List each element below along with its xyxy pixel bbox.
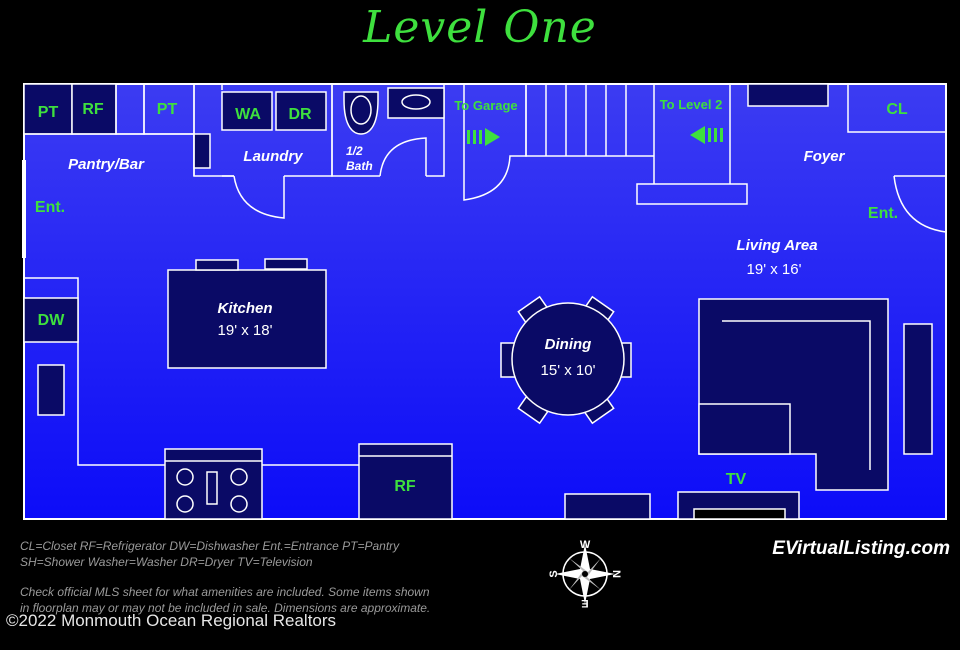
dishwasher	[23, 297, 79, 343]
washer	[221, 91, 273, 131]
label-pt-1: PT	[38, 104, 59, 121]
burner-2	[230, 468, 248, 486]
stair-landing	[636, 183, 748, 205]
room-dining-name: Dining	[545, 336, 592, 353]
entrance-door-right	[893, 175, 947, 233]
kitchen-counter	[24, 277, 359, 466]
room-kitchen-dims: 19' x 18'	[218, 322, 273, 339]
compass-icon: W N E S	[548, 539, 622, 609]
arrow-right-icon	[467, 128, 500, 146]
copyright: ©2022 Monmouth Ocean Regional Realtors	[6, 611, 337, 630]
label-cl: CL	[886, 101, 908, 118]
room-dining-dims: 15' x 10'	[541, 362, 596, 379]
brand-link[interactable]: EVirtualListing.com	[772, 538, 950, 559]
room-half-bath-line: 1/2	[346, 144, 363, 158]
compass-n: N	[610, 570, 622, 578]
legend: CL=Closet RF=Refrigerator DW=Dishwasher …	[20, 538, 540, 570]
compass-w: W	[580, 539, 591, 551]
label-ent-right: Ent.	[868, 205, 898, 222]
foyer-bench	[747, 83, 829, 107]
room-laundry: Laundry	[243, 148, 303, 165]
laundry-door-swing	[233, 175, 285, 219]
label-dw: DW	[38, 312, 66, 329]
disclaimer-line-2: in floorplan may or may not be included …	[20, 601, 431, 615]
bath-door-swing	[379, 137, 427, 177]
sink-basin	[401, 94, 431, 110]
ottoman	[698, 403, 791, 455]
room-living-dims: 19' x 16'	[747, 261, 802, 278]
compass-s: S	[548, 570, 560, 577]
side-cabinet	[903, 323, 933, 455]
counter-item	[37, 364, 65, 416]
stool-1	[195, 259, 239, 271]
console-table	[564, 493, 651, 520]
label-wa: WA	[235, 106, 261, 123]
kitchen-island	[167, 269, 327, 369]
compass-e: E	[581, 597, 588, 609]
room-half-bath-line: Bath	[346, 159, 373, 173]
room-kitchen-name: Kitchen	[217, 300, 272, 317]
disclaimer: Check official MLS sheet for what amenit…	[20, 584, 560, 616]
burner-3	[176, 495, 194, 513]
label-dr: DR	[288, 106, 312, 123]
burner-1	[176, 468, 194, 486]
label-pt-2: PT	[157, 101, 178, 118]
dining-table	[511, 302, 625, 416]
bar-cabinet	[193, 133, 211, 169]
stairs	[525, 84, 731, 184]
dining-set	[500, 295, 632, 425]
disclaimer-line-1: Check official MLS sheet for what amenit…	[20, 585, 430, 599]
label-ent-left: Ent.	[35, 199, 65, 216]
room-living-name: Living Area	[736, 237, 817, 254]
room-pantry-bar: Pantry/Bar	[68, 156, 145, 173]
stool-2	[264, 258, 308, 270]
legend-line-2: SH=Shower Washer=Washer DR=Dryer TV=Tele…	[20, 555, 313, 569]
garage-door-wall	[463, 84, 527, 201]
page-title: Level One	[363, 2, 597, 53]
label-rf-1: RF	[82, 101, 104, 118]
dryer	[275, 91, 327, 131]
stove	[164, 448, 263, 520]
burner-4	[230, 495, 248, 513]
sink	[387, 87, 445, 119]
label-tv: TV	[726, 471, 747, 488]
laundry-wall	[193, 84, 333, 177]
room-foyer: Foyer	[804, 148, 846, 165]
label-to-level-2: To Level 2	[660, 97, 723, 112]
legend-line-1: CL=Closet RF=Refrigerator DW=Dishwasher …	[20, 539, 400, 553]
television	[693, 508, 786, 520]
arrow-left-icon	[690, 126, 723, 144]
label-rf-2: RF	[394, 478, 416, 495]
pantry-cabinet-1	[23, 83, 73, 135]
stove-vent	[206, 471, 218, 505]
label-to-garage: To Garage	[454, 98, 517, 113]
closet	[847, 84, 946, 133]
toilet-seat	[350, 95, 372, 125]
